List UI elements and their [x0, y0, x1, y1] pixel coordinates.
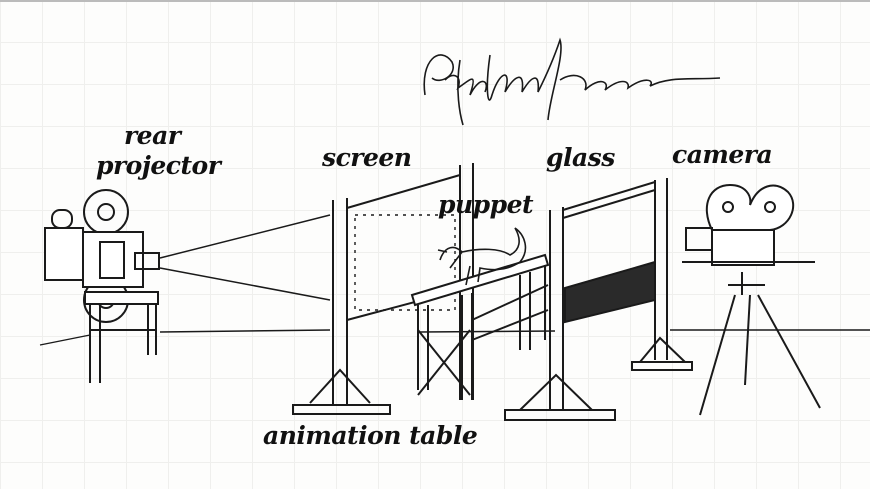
label-projector: projector	[96, 151, 221, 180]
label-puppet: puppet	[438, 190, 534, 219]
signature	[423, 37, 721, 126]
label-rear-projector: rear	[124, 121, 181, 150]
projection-beam	[159, 214, 331, 301]
animation-table-drawing	[410, 253, 550, 400]
rear-projector-drawing	[44, 189, 160, 383]
camera-drawing	[682, 183, 821, 416]
horizon-line	[159, 329, 870, 333]
label-camera: camera	[672, 140, 773, 169]
puppet-dinosaur-drawing	[437, 227, 527, 286]
label-rear: rear	[124, 121, 181, 150]
screen-drawing	[292, 163, 474, 415]
label-glass: glass	[546, 143, 615, 172]
glass-drawing	[504, 178, 693, 421]
label-animation-table: animation table	[263, 421, 478, 450]
label-screen: screen	[322, 143, 412, 172]
